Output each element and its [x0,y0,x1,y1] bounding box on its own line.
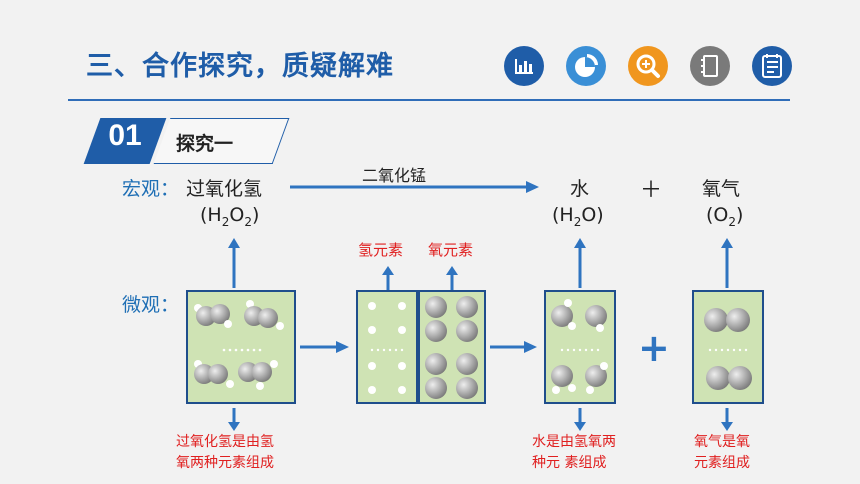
page-title: 三、合作探究，质疑解难 [86,51,394,82]
title-divider [68,99,790,101]
o2-molecule [706,366,752,390]
catalyst-label: 二氧化锰 [362,166,427,185]
oxygen-element-label: 氧元素 [428,241,474,259]
micro-label: 微观： [122,294,180,316]
h2o-molecule [585,305,607,332]
o2-molecule-box [692,290,764,404]
up-arrow-h-element [382,266,394,290]
product1-formula: (H2O) [552,204,604,229]
macro-label: 宏观： [122,178,180,200]
reactant-name: 过氧化氢 [186,178,263,200]
product2-name: 氧气 [702,178,741,200]
hydrogen-atoms-box [356,290,418,404]
micro-arrow-2 [490,341,537,353]
oxygen-atom [456,377,478,399]
down-arrow-h2o [574,408,586,431]
micro-plus: + [638,326,670,370]
hydrogen-element-label: 氢元素 [358,241,404,259]
hydrogen-atom [368,326,376,334]
hydrogen-atom [368,386,376,394]
micro-arrow-1 [300,341,349,353]
reaction-arrow [290,181,539,193]
notebook-icon[interactable] [690,46,730,86]
h2o2-conclusion: 过氧化氢是由氢氧两种元素组成 [176,434,274,471]
magnifier-icon[interactable] [628,46,668,86]
up-arrow-o-element [446,266,458,290]
hydrogen-atom [398,362,406,370]
oxygen-atom [456,320,478,342]
up-arrow-h2o2 [228,238,240,288]
h2o-molecule [551,299,576,330]
h2o-conclusion: 水是由氢氧两种元 素组成 [532,434,616,471]
oxygen-atoms-box [418,290,486,404]
hydrogen-atom [398,326,406,334]
macro-plus: ＋ [640,178,663,203]
o2-conclusion: 氧气是氧元素组成 [694,434,750,471]
section-number: 01 [108,119,142,152]
h2o2-molecule [238,360,278,390]
up-arrow-h2o [574,238,586,288]
oxygen-atom [425,320,447,342]
pie-chart-icon[interactable] [566,46,606,86]
h2o2-molecule [194,304,232,328]
h2o2-molecule-box [186,290,296,404]
h2o2-molecule [244,300,284,330]
up-arrow-o2 [721,238,733,288]
reactant-formula: (H2O2) [200,204,260,229]
checklist-icon[interactable] [752,46,792,86]
oxygen-atom [425,353,447,375]
oxygen-atom [456,296,478,318]
h2o-molecule-box [544,290,616,404]
section-label: 探究一 [176,133,234,155]
product2-formula: (O2) [706,204,744,229]
h2o-molecule [551,365,576,394]
bar-chart-icon[interactable] [504,46,544,86]
down-arrow-h2o2 [228,408,240,431]
hydrogen-atom [368,362,376,370]
hydrogen-atom [398,386,406,394]
oxygen-atom [456,353,478,375]
h2o2-molecule [194,360,234,388]
hydrogen-atom [398,302,406,310]
oxygen-atom [425,296,447,318]
hydrogen-atom [368,302,376,310]
down-arrow-o2 [721,408,733,431]
h2o-molecule [585,362,608,394]
oxygen-atom [425,377,447,399]
product1-name: 水 [570,178,590,200]
o2-molecule [704,308,750,332]
